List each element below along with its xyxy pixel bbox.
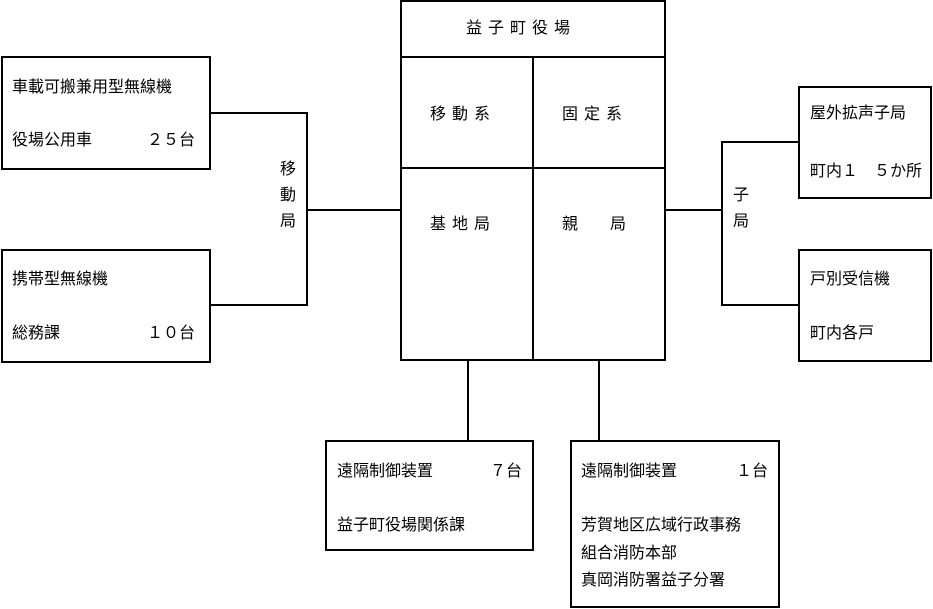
vehicle-radio-count: ２５台 bbox=[147, 130, 196, 149]
sub-station-label: 子 局 bbox=[732, 185, 749, 230]
household-receiver-detail: 町内各戸 bbox=[810, 323, 875, 342]
mobile-system-label: 移動系 bbox=[430, 104, 497, 123]
remote-control-left-count: ７台 bbox=[490, 461, 523, 480]
remote-control-right-box bbox=[570, 440, 780, 608]
remote-control-right-detail-line: 組合消防本部 bbox=[581, 543, 678, 562]
vehicle-radio-detail: 役場公用車 bbox=[12, 130, 93, 149]
remote-control-left-name: 遠隔制御装置 bbox=[337, 461, 434, 480]
base-station-label: 基地局 bbox=[430, 214, 497, 233]
column-divider bbox=[532, 56, 534, 361]
outdoor-speaker-box bbox=[798, 86, 932, 199]
remote-control-right-detail-line: 芳賀地区広域行政事務 bbox=[581, 515, 742, 534]
vehicle-radio-box bbox=[1, 56, 211, 170]
vehicle-radio-name: 車載可搬兼用型無線機 bbox=[12, 77, 173, 96]
mobile-station-label: 移 動 局 bbox=[279, 159, 296, 230]
portable-radio-box bbox=[1, 249, 211, 363]
remote-control-left-box bbox=[325, 440, 534, 551]
portable-radio-detail: 総務課 bbox=[12, 323, 61, 342]
outdoor-speaker-name: 屋外拡声子局 bbox=[810, 103, 907, 122]
outdoor-speaker-detail: 町内１ ５か所 bbox=[810, 161, 923, 180]
remote-control-right-detail-line: 真岡消防署益子分署 bbox=[581, 570, 726, 589]
remote-control-right-count: １台 bbox=[736, 461, 769, 480]
remote-control-right-name: 遠隔制御装置 bbox=[581, 461, 678, 480]
household-receiver-box bbox=[798, 249, 932, 362]
town-hall-title: 益子町役場 bbox=[466, 18, 577, 37]
household-receiver-name: 戸別受信機 bbox=[810, 269, 891, 288]
portable-radio-name: 携帯型無線機 bbox=[12, 269, 109, 288]
remote-control-left-detail: 益子町役場関係課 bbox=[337, 515, 466, 534]
portable-radio-count: １０台 bbox=[147, 323, 196, 342]
fixed-system-label: 固定系 bbox=[562, 104, 629, 123]
parent-station-label: 親 局 bbox=[562, 214, 627, 233]
